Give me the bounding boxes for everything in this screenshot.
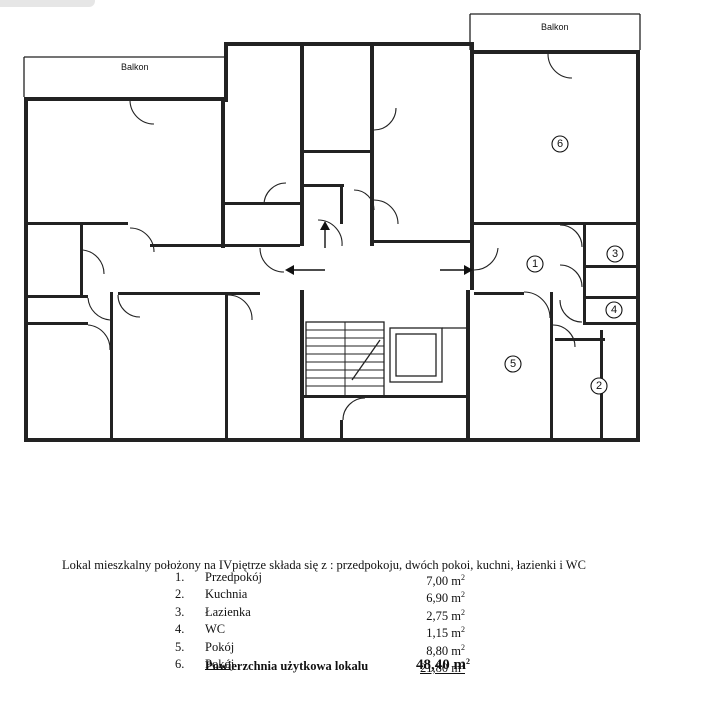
room-name: Kuchnia bbox=[205, 587, 248, 602]
room-area: 1,15 m2 bbox=[426, 625, 465, 641]
apartment-description: Lokal mieszkalny położony na IVpiętrze s… bbox=[62, 558, 586, 572]
room-number-4: 4 bbox=[611, 304, 617, 316]
room-row: 3. Łazienka 2,75 m2 bbox=[165, 604, 465, 623]
room-name: WC bbox=[205, 622, 226, 637]
outer-walls bbox=[24, 42, 640, 442]
room-marker-4: 4 bbox=[605, 301, 623, 319]
room-area: 6,90 m2 bbox=[426, 590, 465, 606]
balcony-label-right: Balkon bbox=[541, 22, 569, 32]
room-index: 3. bbox=[175, 604, 185, 619]
room-row: 2. Kuchnia 6,90 m2 bbox=[165, 587, 465, 606]
balcony-label-left: Balkon bbox=[121, 62, 149, 72]
room-row: 1. Przedpokój 7,00 m2 bbox=[165, 570, 465, 588]
room-marker-1: 1 bbox=[526, 255, 544, 273]
room-number-1: 1 bbox=[532, 258, 538, 270]
corridor-arrows bbox=[285, 221, 473, 275]
room-area: 7,00 m2 bbox=[426, 573, 465, 588]
room-marker-5: 5 bbox=[504, 355, 522, 373]
room-index: 1. bbox=[175, 570, 185, 584]
room-row: 6. Pokój 21,80 m2 bbox=[165, 657, 465, 676]
room-number-5: 5 bbox=[510, 358, 516, 370]
room-area: 21,80 m2 bbox=[420, 660, 465, 676]
interior-walls bbox=[28, 46, 636, 440]
top-corner-tab bbox=[0, 0, 95, 7]
room-area-table: 1. Przedpokój 7,00 m2 2. Kuchnia 6,90 m2… bbox=[165, 570, 465, 676]
lift-shaft bbox=[389, 327, 466, 383]
room-row: 5. Pokój 8,80 m2 bbox=[165, 639, 465, 658]
balconies bbox=[23, 13, 641, 97]
room-index: 2. bbox=[175, 587, 185, 602]
room-number-2: 2 bbox=[596, 380, 602, 392]
room-index: 5. bbox=[175, 639, 185, 654]
room-number-3: 3 bbox=[612, 248, 618, 260]
room-index: 4. bbox=[175, 622, 185, 637]
room-area: 2,75 m2 bbox=[426, 607, 465, 623]
room-number-6: 6 bbox=[557, 138, 563, 150]
room-index: 6. bbox=[175, 657, 185, 672]
room-marker-2: 2 bbox=[590, 377, 608, 395]
room-name: Łazienka bbox=[205, 604, 251, 619]
room-area: 8,80 m2 bbox=[426, 642, 465, 658]
room-name: Pokój bbox=[205, 657, 235, 672]
total-area-value: 48,40 m2 bbox=[416, 657, 470, 673]
floor-plan: Balkon Balkon 6 1 3 4 5 2 bbox=[23, 13, 641, 442]
doors bbox=[82, 53, 583, 421]
room-name: Pokój bbox=[205, 639, 235, 654]
room-marker-6: 6 bbox=[551, 135, 569, 153]
room-name: Przedpokój bbox=[205, 570, 262, 584]
total-area-label: Powierzchnia użytkowa lokalu bbox=[205, 659, 369, 673]
room-marker-3: 3 bbox=[606, 245, 624, 263]
staircase bbox=[305, 321, 385, 397]
room-row: 4. WC 1,15 m2 bbox=[165, 622, 465, 641]
